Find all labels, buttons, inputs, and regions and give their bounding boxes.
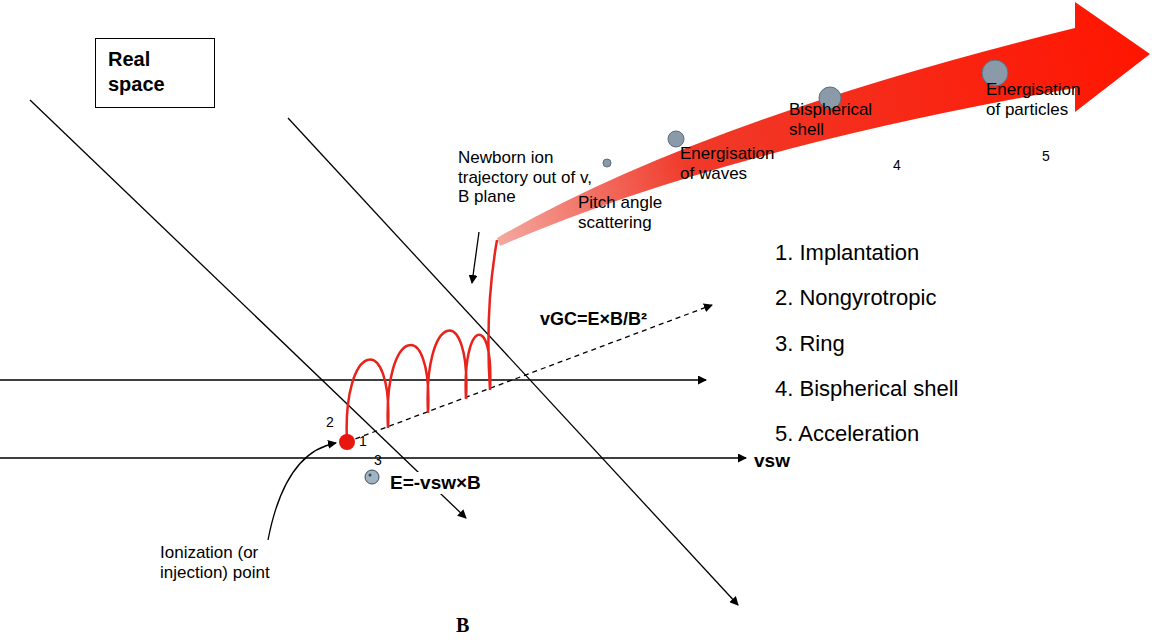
list-item: 2. Nongyrotropic <box>775 285 936 310</box>
title-box: Real space <box>95 38 215 108</box>
neutral-dot <box>365 470 379 484</box>
callout-text: Newborn ion trajectory out of v, B plane <box>458 148 593 207</box>
stage-label: Energisation of waves <box>680 144 790 183</box>
leader-arrow <box>268 443 336 540</box>
process-arrow <box>497 2 1150 246</box>
neutral-dot <box>369 474 372 477</box>
callout-number: 5 <box>1042 148 1050 164</box>
list-item: 4. Bispherical shell <box>775 376 958 401</box>
ion-dot <box>339 434 355 450</box>
list-item: 1. Implantation <box>775 240 919 265</box>
box-title: Real space <box>108 47 200 97</box>
callout-number: 4 <box>893 157 901 173</box>
callout-number: 1 <box>359 433 367 449</box>
vector-label: vsw <box>754 450 790 472</box>
callout-text: Ionization (or injection) point <box>160 543 310 582</box>
list-item: 5. Acceleration <box>775 421 919 446</box>
stage-label: Energisation of particles <box>986 80 1081 119</box>
equation-label: vGC=E×B/B² <box>540 309 647 330</box>
stage-label: Pitch angle scattering <box>578 193 688 232</box>
field-line <box>288 118 738 605</box>
callout-number: 2 <box>326 414 334 430</box>
list-item: 3. Ring <box>775 331 845 356</box>
drift-arrow <box>347 305 712 442</box>
callout-number: 3 <box>374 452 382 468</box>
field-line <box>30 100 466 518</box>
axis-label: B <box>456 614 469 637</box>
ion-trajectory <box>347 240 497 442</box>
flow-line <box>0 457 746 458</box>
stage-dot <box>603 159 611 167</box>
equation-label: E=-vsw×B <box>388 472 483 494</box>
leader-arrow <box>472 232 479 283</box>
stage-label: Bispherical shell <box>789 100 889 139</box>
